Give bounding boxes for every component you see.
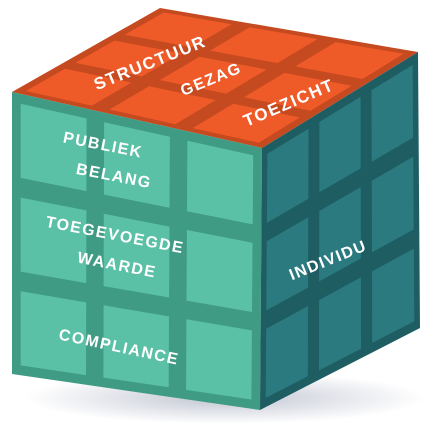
top-cubie-2-0: [192, 103, 300, 143]
front-cubie-1-0: [20, 197, 87, 284]
top-cubie-2-2: [295, 42, 404, 79]
front-cubie-2-2: [186, 319, 252, 400]
top-cubie-1-1: [159, 56, 267, 94]
top-cubie-0-0: [25, 68, 132, 106]
cube-cubies: [20, 12, 415, 400]
front-cubie-1-1: [103, 213, 170, 298]
side-cubie-1-2: [371, 156, 414, 253]
side-cubie-2-0: [265, 306, 308, 398]
front-cubie-0-1: [103, 122, 170, 208]
side-cubie-1-1: [319, 187, 361, 282]
side-cubie-2-2: [372, 248, 415, 343]
top-cubie-1-0: [109, 86, 216, 125]
front-cubie-0-0: [20, 103, 87, 192]
front-cubie-1-2: [186, 230, 253, 312]
front-cubie-2-1: [103, 305, 169, 388]
side-cubie-2-1: [319, 277, 361, 371]
side-cubie-1-0: [266, 217, 309, 311]
side-cubie-0-1: [319, 96, 361, 193]
front-cubie-0-2: [187, 140, 254, 225]
front-cubie-2-0: [20, 291, 87, 376]
top-cubie-1-2: [210, 27, 318, 64]
side-cubie-0-2: [371, 65, 414, 162]
top-cubie-2-1: [244, 72, 352, 111]
top-cubie-0-2: [124, 12, 232, 48]
top-cubie-0-1: [75, 40, 182, 77]
side-cubie-0-0: [266, 128, 309, 223]
